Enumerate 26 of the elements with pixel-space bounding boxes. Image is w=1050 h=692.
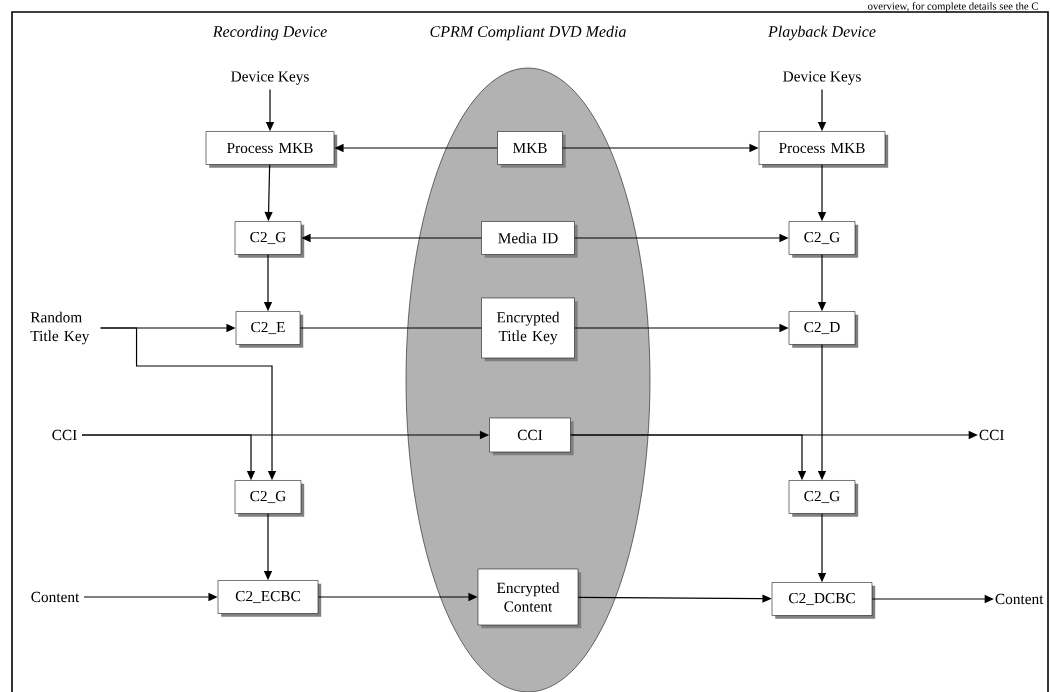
input-label: Device Keys	[231, 71, 309, 85]
output-label: Content	[995, 593, 1044, 605]
process-box: C2_G	[788, 221, 859, 258]
process-box: Media ID	[481, 221, 578, 258]
input-label: CCI	[52, 429, 77, 441]
process-box: MKB	[497, 131, 566, 168]
process-box: Process MKB	[758, 131, 889, 168]
process-box: C2_DCBC	[771, 582, 876, 619]
process-box: C2_G	[234, 480, 305, 517]
process-box: C2_D	[788, 311, 859, 348]
process-box: C2_G	[788, 480, 859, 517]
output-label: CCI	[979, 429, 1004, 441]
input-label: Device Keys	[783, 71, 861, 85]
input-label: Content	[31, 591, 80, 603]
input-label: Random Title Key	[30, 311, 90, 345]
caption-fragment: overview, for complete details see the C	[868, 2, 1038, 12]
column-heading: Playback Device	[767, 25, 876, 41]
process-box: CCI	[489, 417, 574, 456]
column-heading: Recording Device	[212, 25, 327, 41]
process-box: Process MKB	[205, 131, 338, 168]
process-box: C2_G	[234, 221, 305, 258]
process-box: Encrypted Title Key	[481, 297, 578, 362]
process-box: C2_ECBC	[217, 580, 322, 617]
process-box: C2_E	[235, 311, 304, 348]
process-box: Encrypted Content	[477, 568, 582, 629]
ellipse-heading: CPRM Compliant DVD Media	[430, 25, 626, 41]
